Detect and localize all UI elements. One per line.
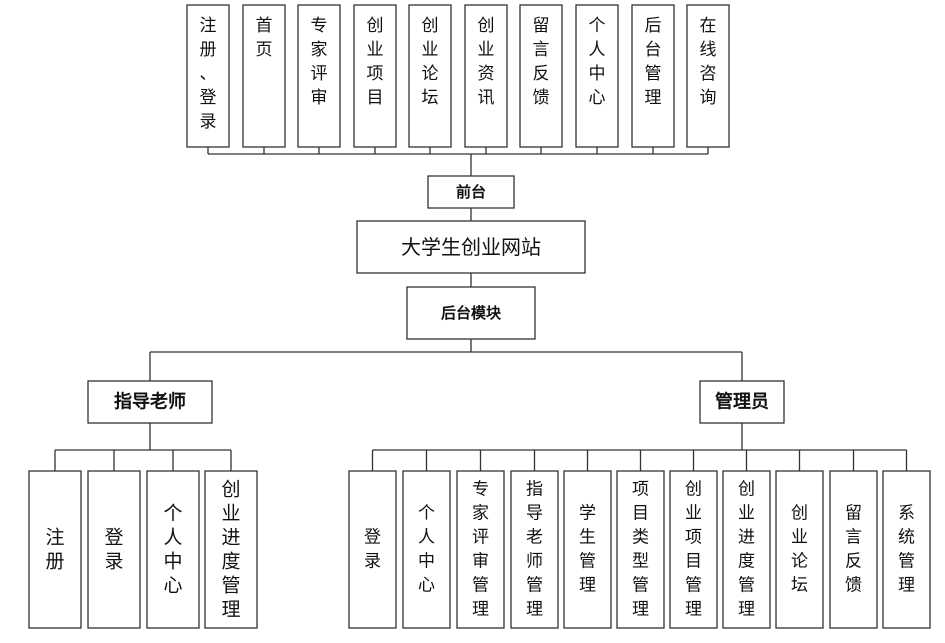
teacher-module-1: 注册 (28, 470, 82, 629)
teacher-module-2-label: 登录 (104, 527, 123, 573)
frontend-module-7: 留言反馈 (519, 4, 563, 148)
teacher-module-3-label: 个人中心 (163, 503, 182, 597)
admin-module-1: 登录 (348, 470, 397, 629)
site-title-node: 大学生创业网站 (356, 220, 586, 274)
admin-module-5: 学生管理 (563, 470, 612, 629)
frontend-node-label: 前台 (456, 183, 486, 201)
frontend-module-1-label: 注册、登录 (200, 16, 217, 132)
frontend-module-6-label: 创业资讯 (478, 16, 495, 108)
frontend-module-10: 在线咨询 (686, 4, 730, 148)
frontend-node: 前台 (427, 175, 515, 209)
frontend-module-9-label: 后台管理 (645, 16, 662, 108)
admin-module-1-label: 登录 (364, 528, 381, 572)
teacher-module-4: 创业进度管理 (204, 470, 258, 629)
frontend-module-2: 首页 (242, 4, 286, 148)
admin-module-3: 专家评审管理 (456, 470, 505, 629)
admin-module-2: 个人中心 (402, 470, 451, 629)
admin-module-4-label: 指导老师管理 (526, 480, 543, 620)
admin-module-7-label: 创业项目管理 (685, 480, 702, 620)
role-teacher-label: 指导老师 (114, 391, 186, 413)
teacher-module-2: 登录 (87, 470, 141, 629)
frontend-module-3-label: 专家评审 (311, 16, 328, 108)
role-teacher: 指导老师 (87, 380, 213, 424)
admin-module-9: 创业论坛 (775, 470, 824, 629)
teacher-module-4-label: 创业进度管理 (221, 479, 240, 621)
teacher-module-3: 个人中心 (146, 470, 200, 629)
frontend-module-6: 创业资讯 (464, 4, 508, 148)
frontend-module-1: 注册、登录 (186, 4, 230, 148)
site-title-node-label: 大学生创业网站 (401, 235, 541, 259)
admin-module-11: 系统管理 (882, 470, 931, 629)
admin-module-10: 留言反馈 (829, 470, 878, 629)
backend-node: 后台模块 (406, 286, 536, 340)
admin-module-10-label: 留言反馈 (845, 504, 862, 596)
frontend-module-7-label: 留言反馈 (533, 16, 550, 108)
admin-module-4: 指导老师管理 (510, 470, 559, 629)
admin-module-5-label: 学生管理 (579, 504, 596, 596)
frontend-module-5-label: 创业论坛 (422, 16, 439, 108)
admin-module-6: 项目类型管理 (616, 470, 665, 629)
frontend-module-10-label: 在线咨询 (700, 16, 717, 108)
admin-module-2-label: 个人中心 (418, 504, 435, 596)
frontend-module-5: 创业论坛 (408, 4, 452, 148)
frontend-module-9: 后台管理 (631, 4, 675, 148)
frontend-module-8: 个人中心 (575, 4, 619, 148)
backend-node-label: 后台模块 (441, 304, 502, 322)
admin-module-6-label: 项目类型管理 (632, 480, 649, 620)
frontend-module-3: 专家评审 (297, 4, 341, 148)
diagram-nodes: 注册、登录首页专家评审创业项目创业论坛创业资讯留言反馈个人中心后台管理在线咨询前… (28, 4, 931, 629)
frontend-module-4: 创业项目 (353, 4, 397, 148)
admin-module-11-label: 系统管理 (898, 504, 915, 596)
frontend-module-4-label: 创业项目 (367, 16, 384, 108)
role-admin: 管理员 (699, 380, 785, 424)
frontend-module-8-label: 个人中心 (589, 16, 606, 108)
admin-module-3-label: 专家评审管理 (472, 480, 489, 620)
role-admin-label: 管理员 (715, 391, 769, 413)
admin-module-8-label: 创业进度管理 (738, 480, 755, 620)
admin-module-7: 创业项目管理 (669, 470, 718, 629)
teacher-module-1-label: 注册 (45, 527, 64, 573)
frontend-module-2-label: 首页 (256, 16, 273, 60)
admin-module-8: 创业进度管理 (722, 470, 771, 629)
admin-module-9-label: 创业论坛 (791, 504, 808, 596)
connector-lines (54, 147, 908, 471)
